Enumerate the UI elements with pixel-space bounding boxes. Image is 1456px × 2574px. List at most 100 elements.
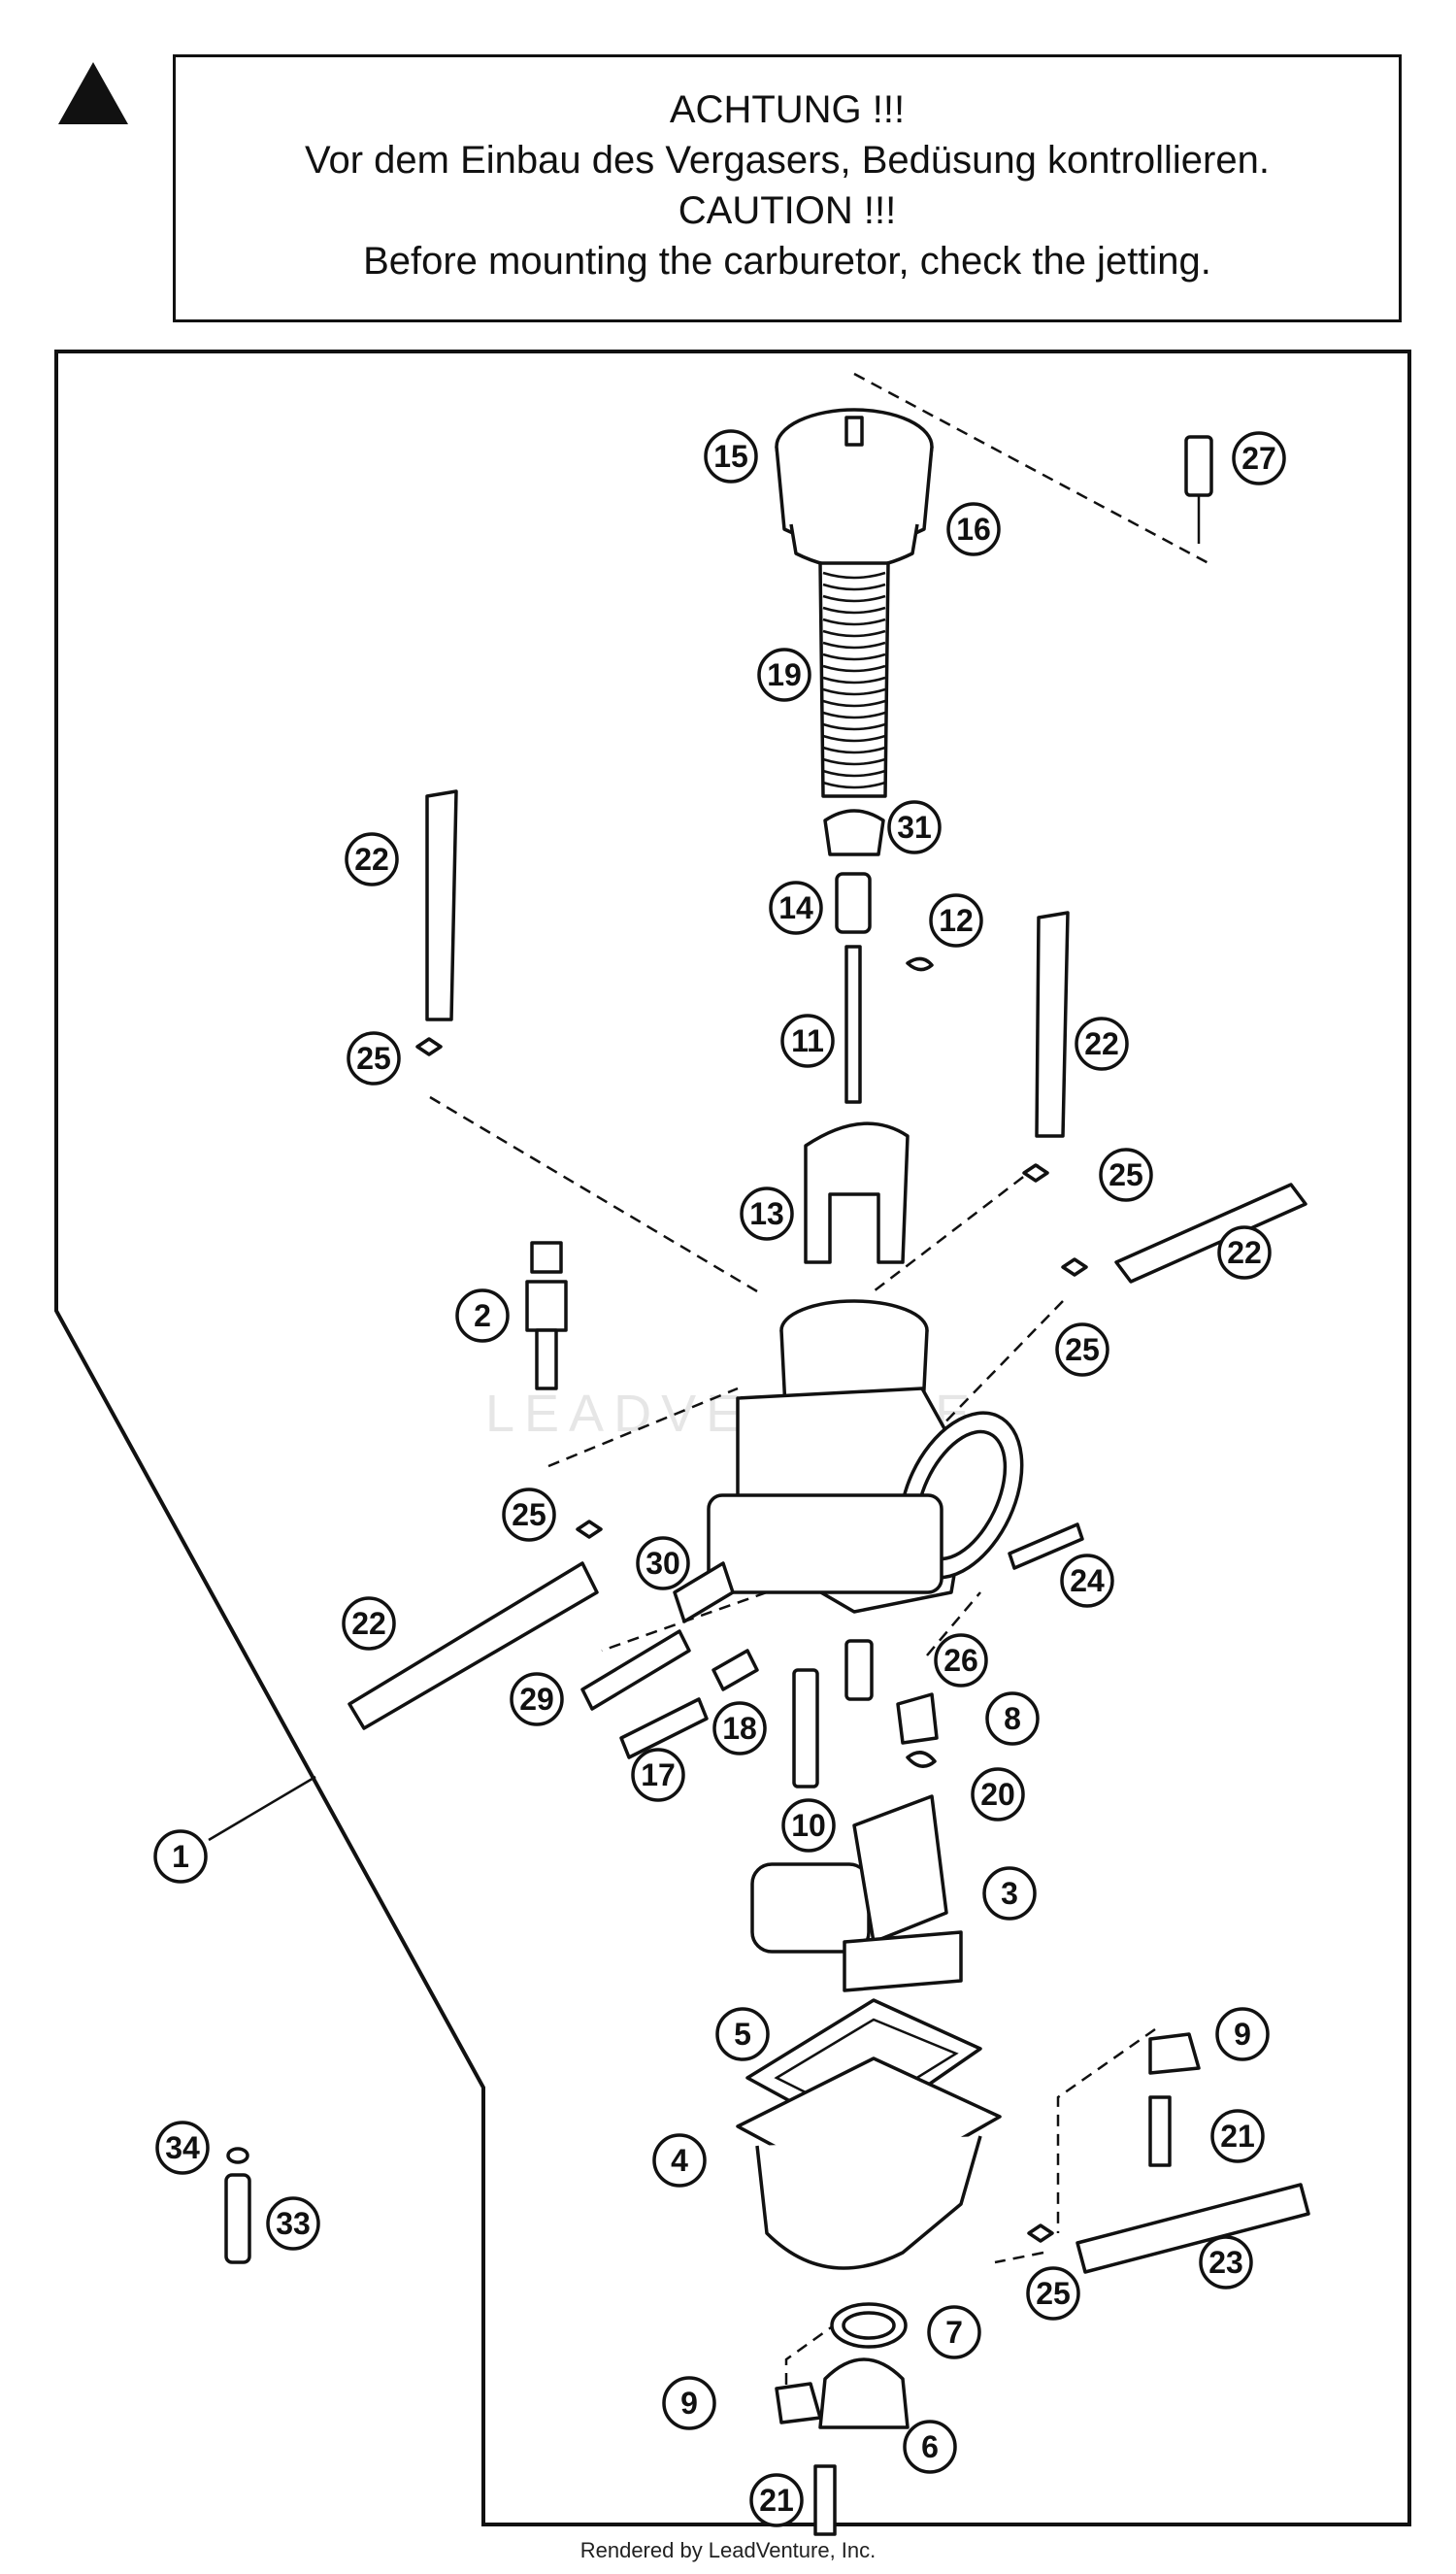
part-callout-18: 18 bbox=[712, 1701, 767, 1755]
callout-number: 21 bbox=[759, 2483, 794, 2518]
callout-number: 17 bbox=[641, 1757, 676, 1792]
throttle-slide bbox=[804, 1121, 910, 1264]
part-callout-22: 22 bbox=[1075, 1017, 1129, 1071]
part-callout-3: 3 bbox=[982, 1866, 1037, 1921]
callout-circle bbox=[1060, 1554, 1114, 1608]
warning-triangle-icon bbox=[58, 62, 128, 124]
assembly-frame bbox=[54, 350, 1411, 2526]
part-callout-22: 22 bbox=[1217, 1225, 1272, 1280]
part-callout-14: 14 bbox=[769, 881, 823, 935]
part-callout-6: 6 bbox=[903, 2420, 957, 2474]
callout-circle bbox=[510, 1672, 564, 1726]
callout-number: 5 bbox=[734, 2017, 751, 2052]
callout-number: 25 bbox=[356, 1041, 391, 1076]
float bbox=[750, 1794, 963, 1992]
part-callout-16: 16 bbox=[946, 502, 1001, 556]
part-callout-22: 22 bbox=[345, 832, 399, 886]
callout-number: 23 bbox=[1208, 2245, 1243, 2280]
callout-number: 2 bbox=[474, 1298, 491, 1333]
top-cap bbox=[775, 408, 934, 570]
part-callout-9: 9 bbox=[662, 2376, 716, 2430]
part-callout-7: 7 bbox=[927, 2305, 981, 2359]
part-callout-15: 15 bbox=[704, 429, 758, 484]
caution-line-en-text: Before mounting the carburetor, check th… bbox=[363, 240, 1211, 283]
callout-number: 15 bbox=[713, 439, 748, 474]
callout-number: 33 bbox=[276, 2206, 311, 2241]
part-callout-33: 33 bbox=[266, 2196, 320, 2251]
callout-circle bbox=[345, 832, 399, 886]
callout-circle bbox=[740, 1187, 794, 1241]
callout-number: 26 bbox=[943, 1643, 978, 1678]
part-callout-26: 26 bbox=[934, 1633, 988, 1688]
callout-circle bbox=[1075, 1017, 1129, 1071]
callout-number: 34 bbox=[165, 2130, 200, 2165]
callout-number: 9 bbox=[680, 2386, 698, 2421]
callout-circle bbox=[781, 1798, 836, 1853]
callout-number: 24 bbox=[1070, 1563, 1105, 1598]
callout-number: 30 bbox=[645, 1546, 680, 1581]
callout-number: 22 bbox=[354, 842, 389, 877]
callout-number: 18 bbox=[722, 1711, 757, 1746]
callout-circle bbox=[342, 1596, 396, 1651]
callout-circle bbox=[715, 2007, 770, 2061]
callout-circle bbox=[985, 1691, 1040, 1746]
callout-number: 20 bbox=[980, 1777, 1015, 1812]
callout-circle bbox=[704, 429, 758, 484]
callout-number: 25 bbox=[1065, 1332, 1100, 1367]
part-callout-17: 17 bbox=[631, 1748, 685, 1802]
callout-circle bbox=[1026, 2266, 1080, 2321]
callout-number: 27 bbox=[1241, 441, 1276, 476]
callout-circle bbox=[903, 2420, 957, 2474]
callout-number: 22 bbox=[1227, 1235, 1262, 1270]
callout-number: 9 bbox=[1234, 2017, 1251, 2052]
callout-number: 14 bbox=[778, 890, 813, 925]
callout-circle bbox=[780, 1014, 835, 1068]
callout-number: 29 bbox=[519, 1682, 554, 1717]
part-callout-30: 30 bbox=[636, 1536, 690, 1590]
callout-circle bbox=[769, 881, 823, 935]
callout-number: 16 bbox=[956, 512, 991, 547]
callout-circle bbox=[1055, 1322, 1109, 1377]
callout-circle bbox=[946, 502, 1001, 556]
part-callout-8: 8 bbox=[985, 1691, 1040, 1746]
part-callout-1: 1 bbox=[153, 1829, 208, 1884]
callout-number: 6 bbox=[921, 2429, 939, 2464]
callout-circle bbox=[927, 2305, 981, 2359]
callout-circle bbox=[971, 1767, 1025, 1822]
part-callout-25: 25 bbox=[502, 1488, 556, 1542]
part-callout-12: 12 bbox=[929, 893, 983, 948]
part-callout-24: 24 bbox=[1060, 1554, 1114, 1608]
callout-circle bbox=[1210, 2109, 1265, 2163]
callout-number: 19 bbox=[767, 657, 802, 692]
part-callout-2: 2 bbox=[455, 1288, 510, 1343]
credit-footer: Rendered by LeadVenture, Inc. bbox=[579, 2538, 877, 2562]
callout-number: 22 bbox=[351, 1606, 386, 1641]
callout-number: 8 bbox=[1004, 1701, 1021, 1736]
part-callout-29: 29 bbox=[510, 1672, 564, 1726]
callout-circle bbox=[1232, 431, 1286, 485]
callout-circle bbox=[631, 1748, 685, 1802]
callout-circle bbox=[929, 893, 983, 948]
callout-number: 25 bbox=[512, 1497, 546, 1532]
callout-circle bbox=[934, 1633, 988, 1688]
part-callout-31: 31 bbox=[887, 800, 942, 854]
air-screw bbox=[525, 1241, 568, 1390]
carburetor-exploded-view: 1527161931221412112225251322225253024222… bbox=[54, 350, 1411, 2536]
callout-circle bbox=[153, 1829, 208, 1884]
part-callout-10: 10 bbox=[781, 1798, 836, 1853]
part-callout-25: 25 bbox=[1055, 1322, 1109, 1377]
slide-spring bbox=[818, 561, 890, 798]
part-callout-9: 9 bbox=[1215, 2007, 1270, 2061]
callout-number: 10 bbox=[791, 1808, 826, 1843]
part-callout-27: 27 bbox=[1232, 431, 1286, 485]
callout-number: 31 bbox=[897, 810, 932, 845]
callout-number: 13 bbox=[749, 1196, 784, 1231]
callout-number: 25 bbox=[1109, 1157, 1143, 1192]
callout-circle bbox=[757, 648, 811, 702]
callout-number: 1 bbox=[172, 1839, 189, 1874]
callout-circle bbox=[502, 1488, 556, 1542]
callout-number: 25 bbox=[1036, 2276, 1071, 2311]
caution-line-de-text: Vor dem Einbau des Vergasers, Bedüsung k… bbox=[305, 139, 1270, 182]
callout-circle bbox=[749, 2473, 804, 2527]
